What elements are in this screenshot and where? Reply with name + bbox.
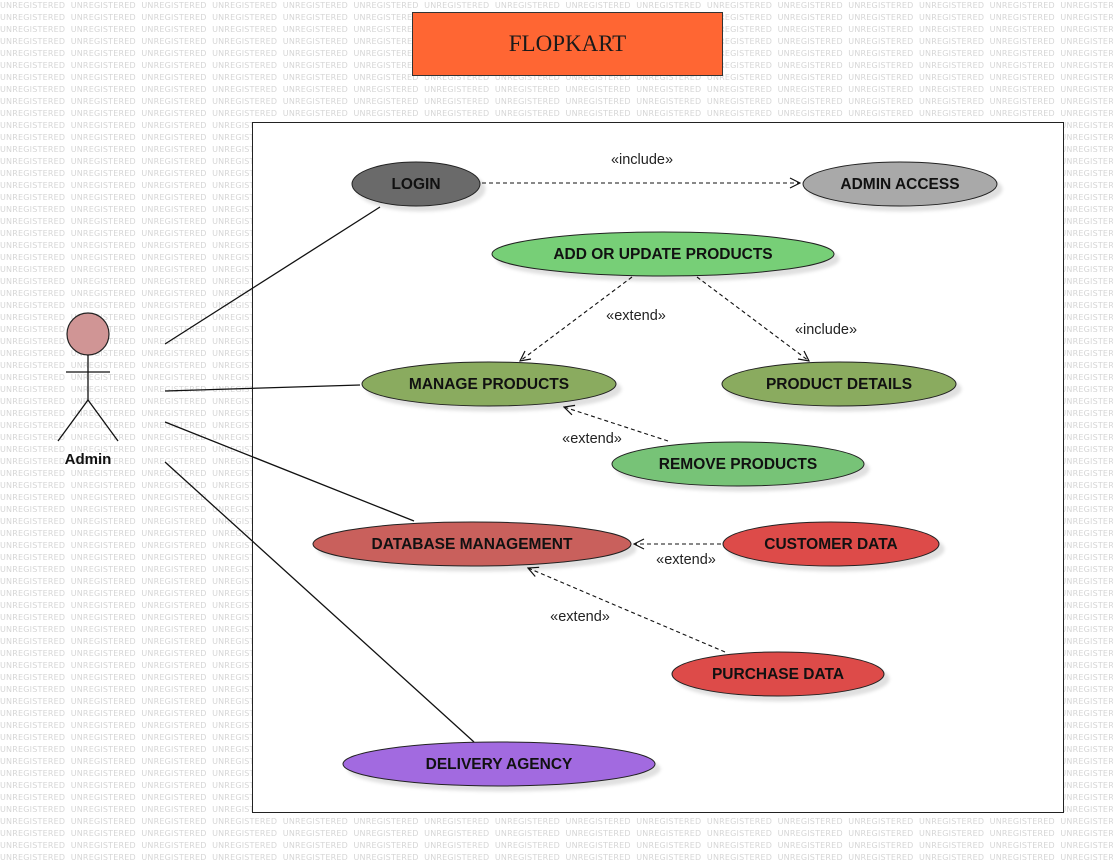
use-case-login-shape bbox=[351, 161, 481, 207]
use-case-login[interactable] bbox=[351, 161, 481, 207]
association-delivery-agency bbox=[164, 461, 475, 743]
use-case-database-management[interactable] bbox=[312, 521, 632, 567]
diagram-title-text: FLOPKART bbox=[508, 31, 627, 56]
use-case-delivery-agency-shape bbox=[342, 741, 656, 787]
use-case-database-management-label: DATABASE MANAGEMENT bbox=[372, 536, 573, 553]
use-case-customer-data[interactable] bbox=[722, 521, 940, 567]
use-case-purchase-data[interactable] bbox=[671, 651, 885, 697]
diagram-title: FLOPKART bbox=[412, 12, 723, 76]
label-include-add-details: «include» bbox=[795, 322, 857, 338]
include-add-to-details bbox=[696, 276, 809, 361]
use-case-add-update-products[interactable] bbox=[491, 231, 835, 277]
label-extend-purchase-db: «extend» bbox=[550, 609, 610, 625]
use-case-admin-access[interactable] bbox=[802, 161, 998, 207]
extend-purchase-to-db bbox=[528, 568, 726, 653]
actor-admin[interactable] bbox=[57, 312, 119, 442]
use-case-remove-products[interactable] bbox=[611, 441, 865, 487]
use-case-add-update-products-shape bbox=[491, 231, 835, 277]
actor-label: Admin bbox=[65, 451, 112, 468]
use-case-delivery-agency[interactable] bbox=[342, 741, 656, 787]
actor-left-leg bbox=[57, 399, 89, 442]
use-case-purchase-data-shape bbox=[671, 651, 885, 697]
label-extend-remove-manage: «extend» bbox=[562, 431, 622, 447]
extend-remove-to-manage bbox=[564, 407, 669, 442]
use-case-manage-products-label: MANAGE PRODUCTS bbox=[409, 376, 569, 393]
use-case-product-details-shape bbox=[721, 361, 957, 407]
use-case-purchase-data-label: PURCHASE DATA bbox=[712, 666, 844, 683]
use-case-admin-access-label: ADMIN ACCESS bbox=[840, 176, 959, 193]
association-login bbox=[164, 206, 381, 345]
use-case-product-details-label: PRODUCT DETAILS bbox=[766, 376, 912, 393]
actor-right-leg bbox=[87, 399, 119, 442]
actor-head bbox=[66, 312, 110, 356]
use-case-remove-products-label: REMOVE PRODUCTS bbox=[659, 456, 817, 473]
use-case-admin-access-shape bbox=[802, 161, 998, 207]
use-case-remove-products-shape bbox=[611, 441, 865, 487]
use-case-login-label: LOGIN bbox=[391, 176, 440, 193]
use-case-manage-products[interactable] bbox=[361, 361, 617, 407]
association-manage-products bbox=[164, 384, 361, 392]
association-database-management bbox=[164, 421, 415, 522]
use-case-add-update-products-label: ADD OR UPDATE PRODUCTS bbox=[553, 246, 772, 263]
label-extend-customer-db: «extend» bbox=[656, 552, 716, 568]
label-extend-add-manage: «extend» bbox=[606, 308, 666, 324]
use-case-delivery-agency-label: DELIVERY AGENCY bbox=[426, 756, 573, 773]
label-include-login: «include» bbox=[611, 152, 673, 168]
use-case-product-details[interactable] bbox=[721, 361, 957, 407]
use-case-customer-data-label: CUSTOMER DATA bbox=[764, 536, 897, 553]
use-case-database-management-shape bbox=[312, 521, 632, 567]
extend-add-to-manage bbox=[520, 276, 633, 361]
use-case-customer-data-shape bbox=[722, 521, 940, 567]
use-case-manage-products-shape bbox=[361, 361, 617, 407]
